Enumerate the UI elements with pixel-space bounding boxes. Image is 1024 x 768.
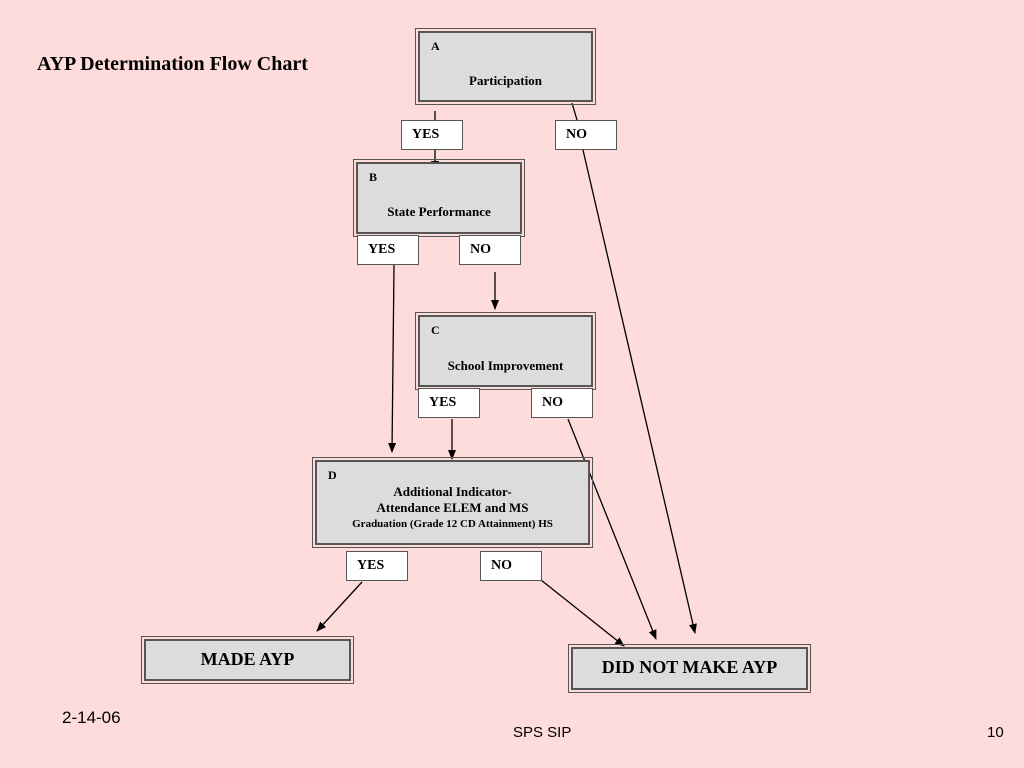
node-participation: A Participation [415,28,596,105]
branch-no: NO [555,120,617,150]
node-label: Participation [469,73,542,88]
branch-yes: YES [401,120,463,150]
branch-no: NO [531,388,593,418]
footer-date: 2-14-06 [62,708,121,727]
arrow-a-no-stub [571,102,578,121]
arrow-c-no-to-fail [567,418,657,640]
node-letter: A [431,39,440,53]
branch-no: NO [480,551,542,581]
footer-page-number: 10 [987,724,1004,741]
branch-yes: YES [346,551,408,581]
arrow-d-yes-to-made [316,581,363,632]
footer-source: SPS SIP [513,724,572,741]
arrow-b-yes-to-d [388,264,397,453]
page-title: AYP Determination Flow Chart [37,53,308,75]
node-letter: B [369,170,378,184]
branch-yes: YES [418,388,480,418]
arrow-a-no-to-fail [582,149,697,634]
node-label: State Performance [387,204,491,219]
branch-no: NO [459,235,521,265]
node-letter: D [328,468,337,482]
node-label: School Improvement [447,358,564,373]
branch-yes: YES [357,235,419,265]
outcome-made-ayp: MADE AYP [141,636,354,684]
node-additional-indicator: D Additional Indicator- Attendance ELEM … [312,457,593,548]
node-label-line: Attendance ELEM and MS [376,500,529,515]
node-label-line: Additional Indicator- [393,484,512,499]
node-state-performance: B State Performance [353,159,525,237]
arrow-d-no-to-fail [540,579,625,647]
node-letter: C [431,323,440,337]
node-school-improvement: C School Improvement [415,312,596,390]
outcome-did-not-make-ayp: DID NOT MAKE AYP [568,644,811,693]
node-label-line: Graduation (Grade 12 CD Attainment) HS [352,518,553,530]
